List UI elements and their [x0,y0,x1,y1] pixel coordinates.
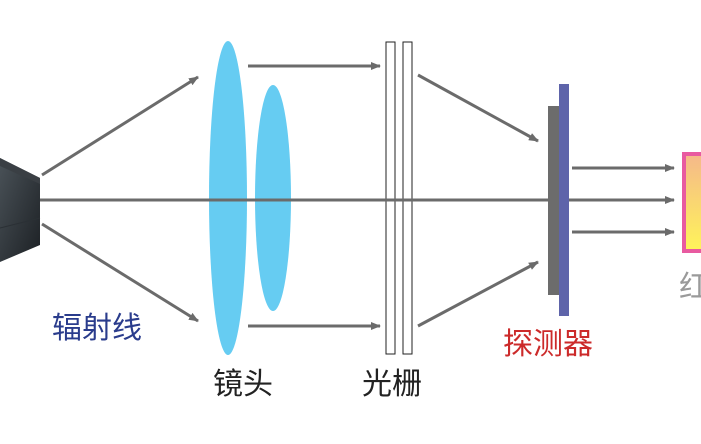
grating-label: 光栅 [362,367,422,402]
detector-plate [559,84,569,316]
output-display [682,152,701,253]
grating-plate-2 [402,41,413,355]
lens-small [255,85,291,311]
partial-right-label: 红 [679,270,701,305]
ray-lower-in [41,222,199,323]
lens-label: 镜头 [213,367,273,402]
rays [41,62,675,330]
ray-upper-out [417,73,539,143]
detector-label: 探测器 [503,327,593,362]
grating-plate-1 [385,41,396,355]
radiation-source [0,158,41,262]
ray-lower-out [417,260,539,328]
radiation-label: 辐射线 [52,311,142,346]
detector-body [548,106,559,295]
lens-large [209,41,247,355]
ray-upper-in [41,75,199,177]
